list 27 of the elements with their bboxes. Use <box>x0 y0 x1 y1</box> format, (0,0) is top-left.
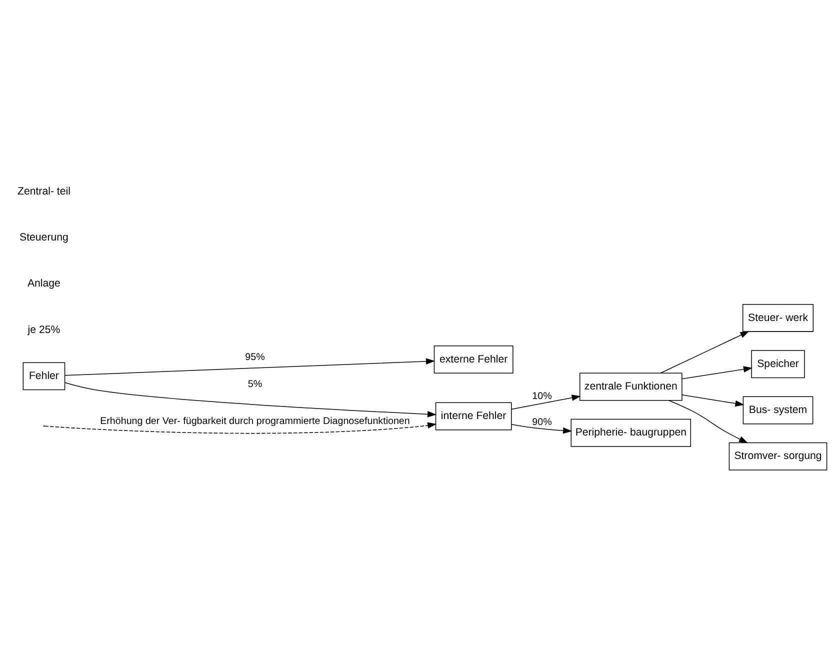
edge-label: 95% <box>245 351 265 362</box>
node-box: externe Fehler <box>434 345 514 374</box>
edge-label: 90% <box>532 416 552 428</box>
label: Zentral- teil <box>18 184 70 197</box>
arrow <box>511 424 572 434</box>
node-box: interne Fehler <box>435 402 512 430</box>
label: Steuerung <box>20 231 68 244</box>
node-box: Speicher <box>751 350 805 378</box>
edge-label: 10% <box>532 390 552 402</box>
arrow <box>44 422 437 434</box>
arrow <box>64 358 436 376</box>
node-box: Bus- system <box>742 396 814 424</box>
arrow <box>660 330 750 374</box>
node-box: zentrale Funktionen <box>579 372 682 400</box>
node-box: Steuer- werk <box>742 303 814 332</box>
arrow <box>682 366 753 379</box>
arrow <box>511 394 581 410</box>
node-box: Stromver- sorgung <box>728 442 828 470</box>
edge-label: 5% <box>248 378 262 390</box>
node-box: Peripherie- baugruppen <box>570 418 692 446</box>
node-box: Fehler <box>22 362 66 390</box>
arrow <box>682 394 744 406</box>
arrow <box>64 382 437 417</box>
edge-label: Erhöhung der Ver- fügbarkeit durch programmierte Diagnosefunktionen <box>100 416 410 427</box>
arrow <box>668 400 748 443</box>
label: je 25% <box>28 323 60 336</box>
label: Anlage <box>28 277 60 290</box>
